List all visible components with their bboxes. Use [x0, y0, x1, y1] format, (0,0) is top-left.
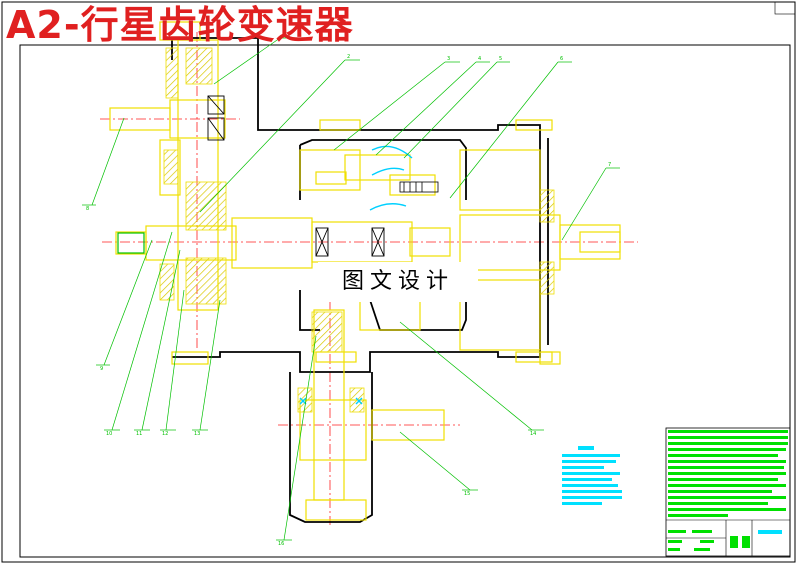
callout-5: 5	[499, 56, 502, 62]
title-block	[665, 427, 791, 557]
shift-fork	[399, 181, 439, 193]
callout-3: 3	[447, 56, 450, 62]
frame-corner-mark	[774, 1, 796, 15]
callout-9: 9	[100, 366, 103, 372]
callout-6: 6	[560, 56, 563, 62]
callout-11: 11	[136, 431, 142, 437]
drawing-title: A2-行星齿轮变速器	[6, 3, 354, 47]
callout-10: 10	[106, 431, 112, 437]
inner-frame	[19, 44, 791, 558]
parts	[109, 21, 621, 521]
callout-13: 13	[194, 431, 200, 437]
callout-15: 15	[464, 491, 470, 497]
cyan-parts	[299, 145, 413, 405]
technical-notes	[562, 446, 622, 505]
callout-numbers: 1 2 3 4 5 6 7 8 9 10 11 12 13 14 15 16	[86, 32, 611, 547]
callout-7: 7	[608, 162, 611, 168]
leader-underlines	[82, 37, 620, 541]
callout-1: 1	[282, 32, 285, 38]
watermark-text: 图文设计	[318, 262, 478, 302]
callout-4: 4	[478, 56, 481, 62]
callout-14: 14	[530, 431, 536, 437]
callout-8: 8	[86, 206, 89, 212]
bearings	[207, 95, 385, 257]
input-shaft-end	[117, 232, 145, 254]
callout-12: 12	[162, 431, 168, 437]
callout-2: 2	[347, 54, 350, 60]
leader-lines	[91, 37, 607, 541]
callout-16: 16	[278, 541, 284, 547]
